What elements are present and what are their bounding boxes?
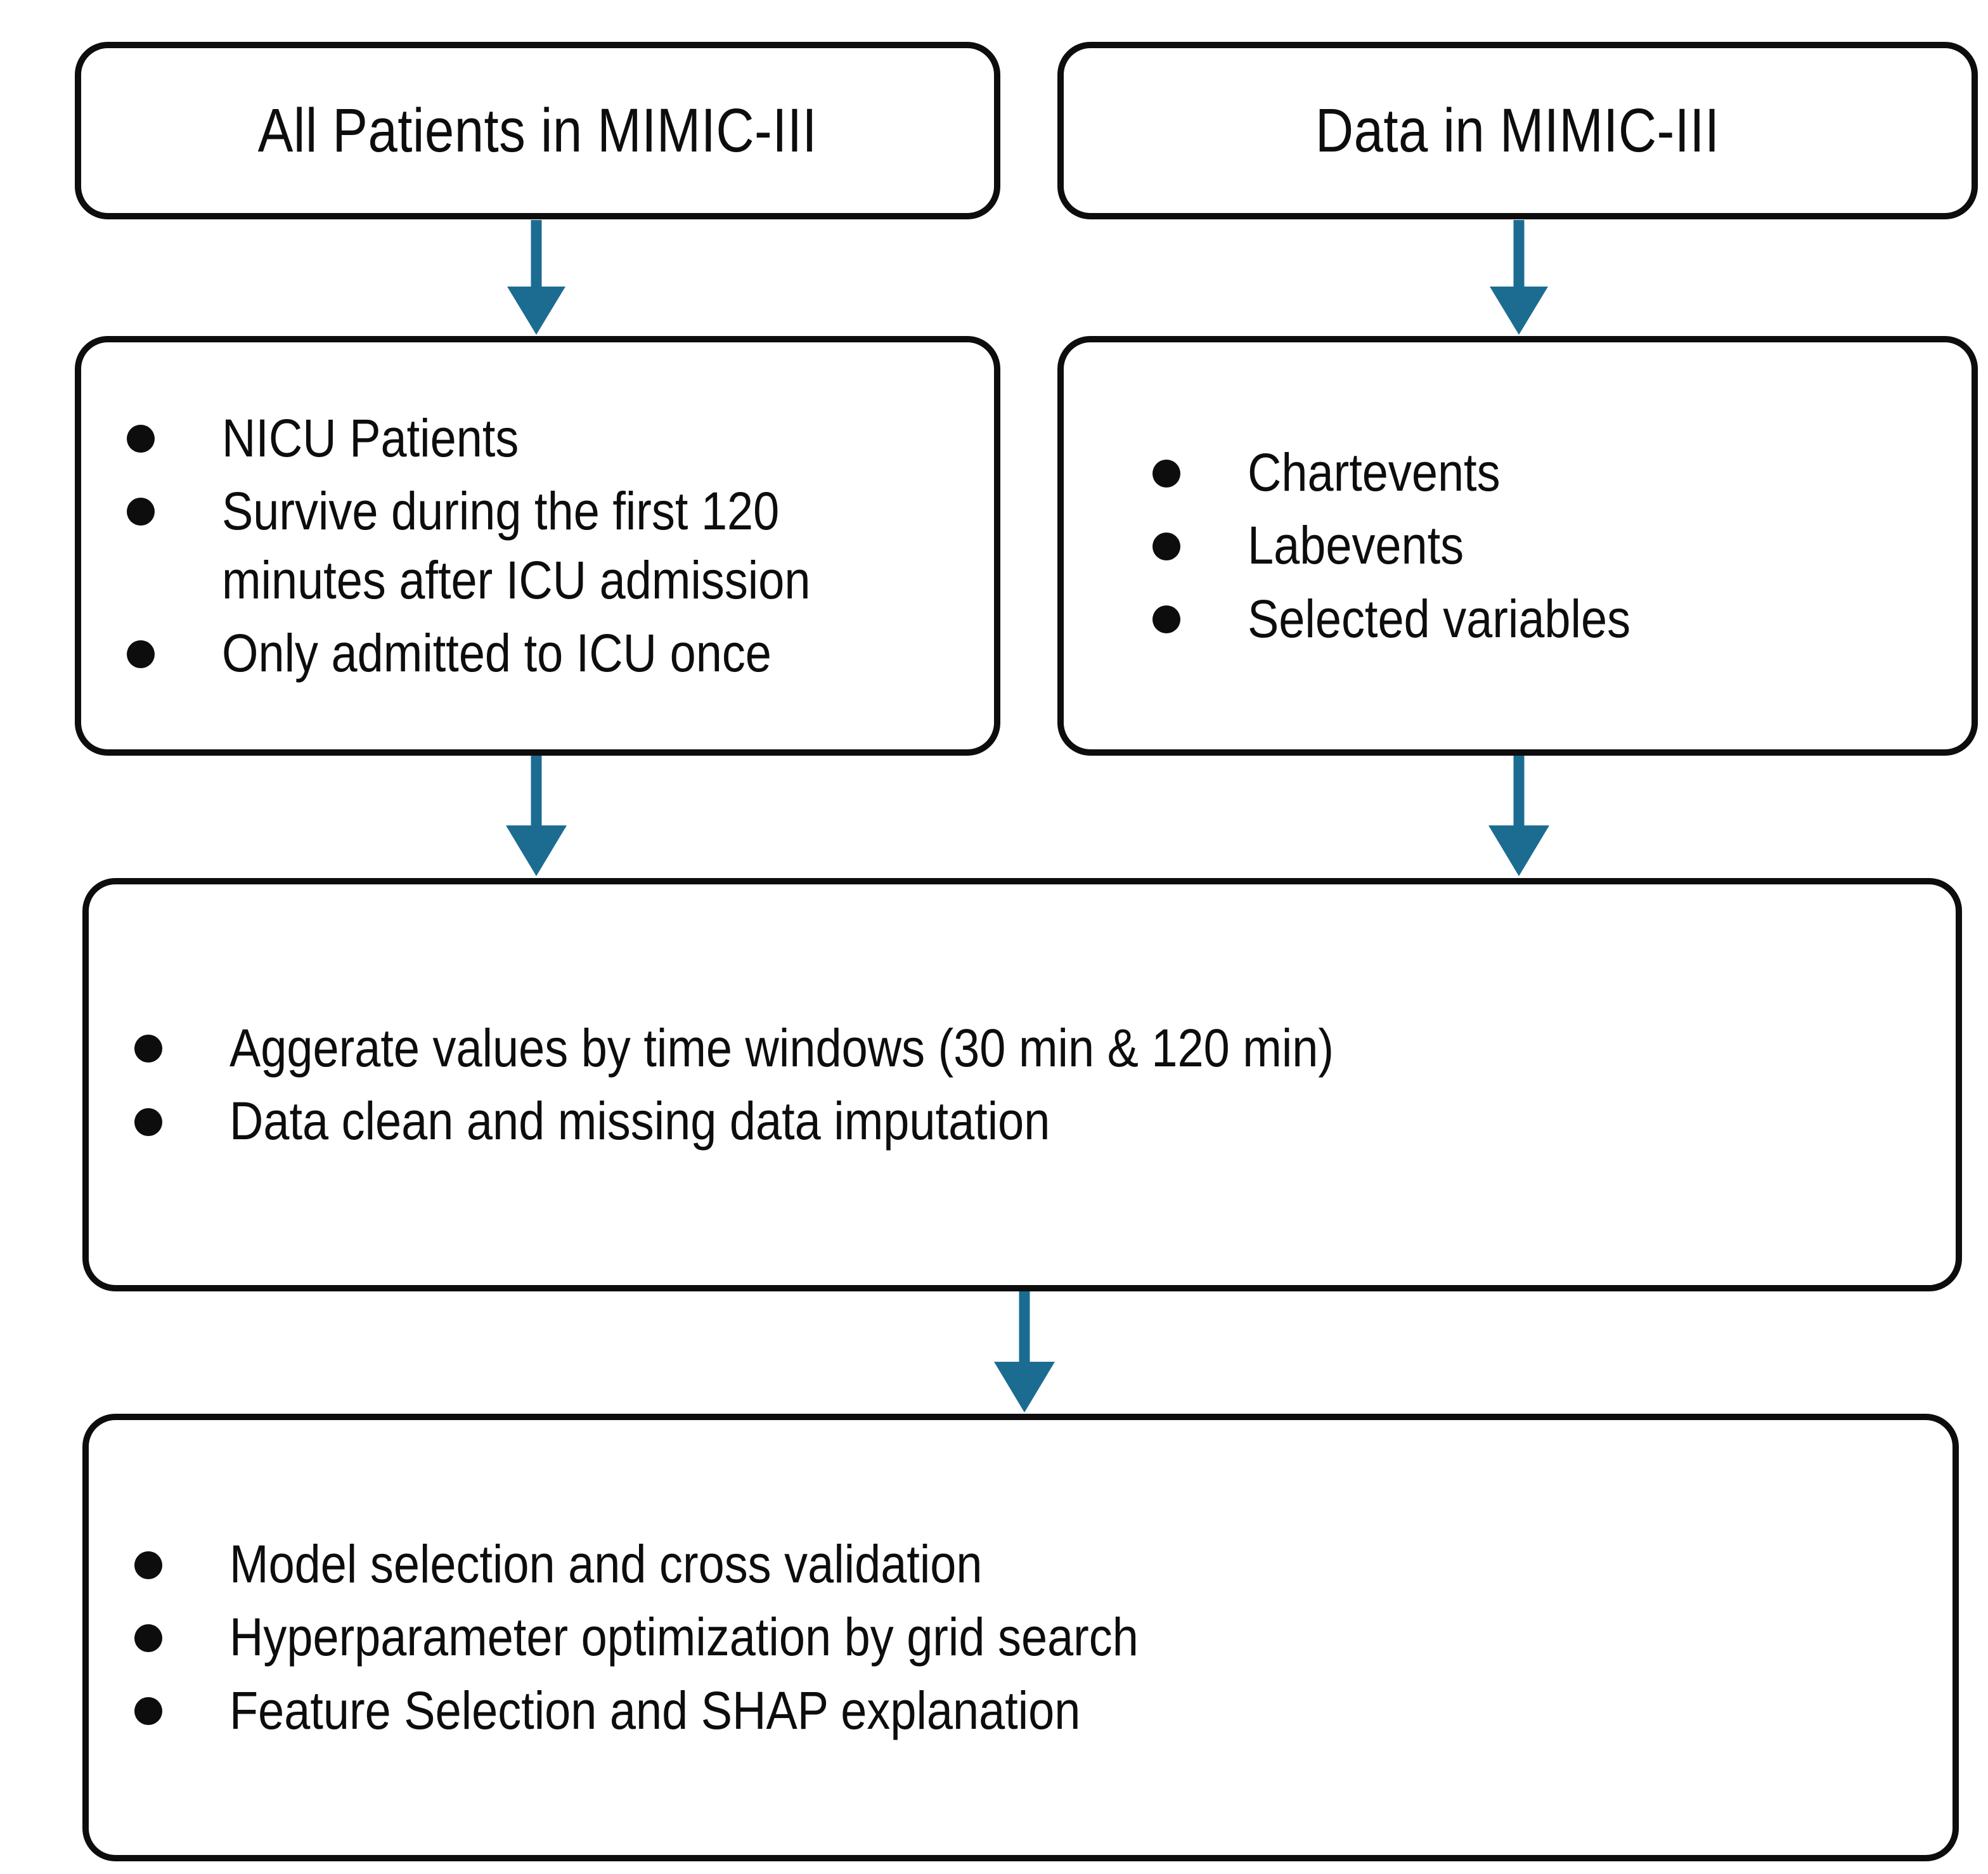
bullet-dot-icon <box>127 425 155 453</box>
bullet-label: Hyperparameter optimization by grid sear… <box>229 1607 1139 1667</box>
bullet-dot-icon <box>1152 605 1180 634</box>
list-item: Hyperparameter optimization by grid sear… <box>134 1603 1912 1672</box>
bullet-dot-icon <box>134 1697 162 1726</box>
bullet-label: Labevents <box>1248 515 1464 576</box>
list-item: Only admitted to ICU once <box>127 619 953 688</box>
bullet-label: Data clean and missing data imputation <box>229 1091 1050 1151</box>
bullet-label: Model selection and cross validation <box>229 1534 983 1594</box>
list-item: Chartevents <box>1152 438 1931 507</box>
list-item: Feature Selection and SHAP explanation <box>134 1676 1912 1745</box>
list-item: Aggerate values by time windows (30 min … <box>134 1014 1915 1083</box>
bullet-label: Feature Selection and SHAP explanation <box>229 1680 1081 1740</box>
bullet-label: NICU Patients <box>222 408 519 468</box>
bullet-label: Only admitted to ICU once <box>222 623 771 683</box>
bullet-dot-icon <box>134 1108 162 1136</box>
bullet-dot-icon <box>127 498 155 526</box>
list-item: Survive during the first 120 minutes aft… <box>127 477 953 615</box>
bullet-dot-icon <box>134 1551 162 1579</box>
patient-inclusion-bullet-list: NICU Patients Survive during the first 1… <box>127 404 953 688</box>
arrow-tables-to-preprocessing <box>1488 756 1549 876</box>
list-item: NICU Patients <box>127 404 953 473</box>
node-all-patients-title: All Patients in MIMIC-III <box>257 96 818 165</box>
arrow-preprocessing-to-modeling <box>994 1291 1055 1412</box>
bullet-label: Survive during the first 120 minutes aft… <box>222 481 811 610</box>
bullet-dot-icon <box>134 1624 162 1652</box>
node-data-tables[interactable]: Chartevents Labevents Selected variables <box>1057 336 1978 756</box>
node-data-source[interactable]: Data in MIMIC-III <box>1057 42 1978 219</box>
node-modeling[interactable]: Model selection and cross validation Hyp… <box>82 1414 1959 1861</box>
list-item: Data clean and missing data imputation <box>134 1087 1915 1156</box>
arrow-data-source-to-tables <box>1490 220 1548 335</box>
list-item: Labevents <box>1152 511 1931 580</box>
bullet-label: Chartevents <box>1248 443 1501 503</box>
data-tables-bullet-list: Chartevents Labevents Selected variables <box>1152 438 1931 654</box>
node-patient-inclusion[interactable]: NICU Patients Survive during the first 1… <box>75 336 1000 756</box>
node-all-patients[interactable]: All Patients in MIMIC-III <box>75 42 1000 219</box>
arrow-all-patients-to-inclusion <box>507 220 565 335</box>
bullet-dot-icon <box>134 1035 162 1063</box>
arrow-inclusion-to-preprocessing <box>506 756 567 876</box>
bullet-label: Aggerate values by time windows (30 min … <box>229 1018 1334 1078</box>
modeling-bullet-list: Model selection and cross validation Hyp… <box>134 1530 1912 1745</box>
bullet-label: Selected variables <box>1248 588 1631 649</box>
bullet-dot-icon <box>1152 533 1180 560</box>
bullet-dot-icon <box>127 640 155 668</box>
list-item: Model selection and cross validation <box>134 1530 1912 1599</box>
node-preprocessing[interactable]: Aggerate values by time windows (30 min … <box>82 878 1962 1291</box>
bullet-dot-icon <box>1152 459 1180 488</box>
list-item: Selected variables <box>1152 585 1931 654</box>
node-data-source-title: Data in MIMIC-III <box>1315 96 1720 165</box>
preprocessing-bullet-list: Aggerate values by time windows (30 min … <box>134 1014 1915 1156</box>
